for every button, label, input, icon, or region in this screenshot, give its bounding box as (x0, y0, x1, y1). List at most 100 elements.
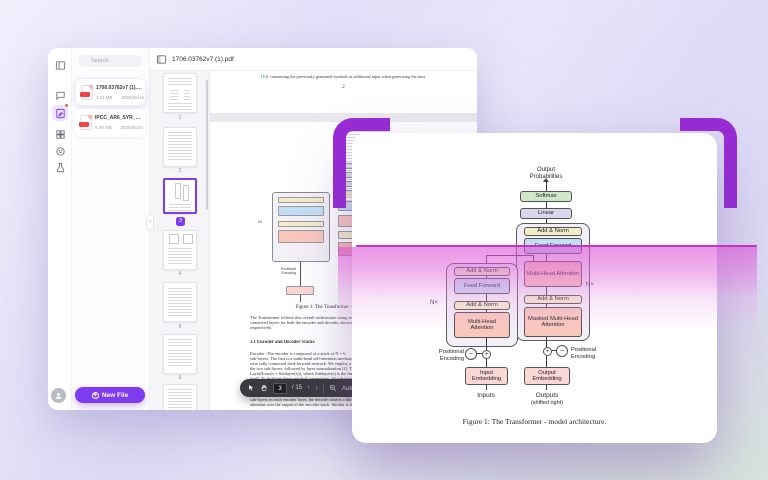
collapse-panel-handle[interactable]: ‹ (146, 215, 154, 230)
page2-number: 2 (342, 85, 345, 90)
figure-preview-card: Output Probabilities Softmax Linear Add … (352, 133, 717, 443)
body-text-line: sub-layers in each encoder layer, the de… (250, 397, 354, 402)
file-list-item[interactable]: IPCC_AR6_SYR_SP.. 5.39 MB 2025/05/20 (75, 109, 146, 137)
body-text-line: LayerNorm(x + Sublayer(x)), where Sublay… (250, 371, 354, 376)
body-text-line: the two sub-layers, followed by layer no… (250, 366, 355, 371)
section-heading: 3.1 Encoder and Decoder Stacks (250, 340, 315, 345)
thumbnail-panel: 1 2 3 4 5 6 (146, 71, 210, 410)
hand-tool-icon[interactable] (260, 384, 268, 392)
body-text-line: wise fully connected feed-forward networ… (250, 361, 361, 366)
body-text-line: sub-layers. The first is a multi-head se… (250, 356, 359, 361)
add-norm-box: Add & Norm (524, 295, 582, 304)
add-norm-box: Add & Norm (454, 301, 510, 310)
body-text-line: respectively. (250, 325, 273, 330)
file-list-item[interactable]: 1706.03762v7 (1).pdf 2.11 MB 2025/05/16 (75, 78, 146, 106)
document-toolbar: 1706.03762v7 (1).pdf (150, 48, 477, 71)
body-text-line: connected layers for both the encoder an… (250, 320, 357, 325)
output-embedding-box: Output Embedding (524, 367, 570, 385)
lab-flask-icon[interactable] (52, 159, 68, 175)
body-text-line: attention over the output of the encoder… (250, 402, 356, 407)
arrow-up (543, 178, 549, 182)
thumbnail-page-number: 1 (178, 115, 182, 121)
nx-label-right: N× (586, 282, 594, 288)
add-norm-box: Add & Norm (524, 227, 582, 236)
file-size: 2.11 MB (96, 95, 113, 100)
previous-page-icon[interactable]: ↑ (307, 385, 311, 391)
zoom-out-icon[interactable] (329, 384, 337, 392)
nx-label-left: N× (430, 300, 438, 306)
pages-grid-icon[interactable] (52, 126, 68, 142)
mini-positional-encoding-label: Positional Encoding (280, 267, 296, 275)
pdf-page-2: [10], consuming the previously generated… (210, 71, 477, 113)
positional-encoding-icon: ~ (465, 348, 477, 360)
page-thumbnail-active[interactable] (163, 178, 197, 214)
page-thumbnail[interactable] (163, 384, 197, 410)
input-embedding-box: Input Embedding (465, 367, 508, 385)
sum-icon: + (482, 350, 491, 359)
assistant-icon[interactable] (52, 143, 68, 159)
page2-text: [10], consuming the previously generated… (260, 74, 427, 79)
file-size: 5.39 MB (95, 125, 112, 130)
page-thumbnail[interactable] (163, 230, 197, 270)
search-input[interactable] (78, 55, 142, 67)
page-thumbnail[interactable] (163, 73, 197, 113)
multi-head-attention-box: Multi-Head Attention (454, 312, 510, 338)
pdf-file-icon (79, 115, 92, 130)
user-avatar[interactable] (51, 388, 66, 403)
icon-rail (48, 48, 72, 410)
outputs-note-label: (shifted right) (530, 400, 564, 406)
capture-corner-top-right (680, 118, 737, 208)
notification-dot (64, 103, 69, 108)
page-thumbnail[interactable] (163, 127, 197, 167)
file-date: 2025/05/16 (121, 95, 144, 100)
multi-head-attention-box: Multi-Head Attention (524, 261, 582, 287)
positional-encoding-label-right: Positional Encoding (571, 347, 597, 360)
mini-line (300, 295, 301, 302)
comments-icon[interactable] (52, 87, 68, 103)
file-panel: 1706.03762v7 (1).pdf 2.11 MB 2025/05/16 … (72, 48, 150, 410)
mini-encoder-block (272, 192, 330, 262)
mini-line (300, 262, 301, 286)
thumbnail-scrollbar[interactable] (206, 80, 208, 210)
thumbnail-page-number: 4 (178, 271, 182, 277)
thumbnail-page-number: 5 (178, 324, 182, 330)
body-text-line: itself. To facilitate these residual con… (250, 376, 477, 381)
positional-encoding-label-left: Positional Encoding (438, 349, 464, 362)
output-probabilities-label: Output Probabilities (529, 167, 563, 180)
softmax-box: Softmax (520, 191, 572, 202)
page-thumbnail[interactable] (163, 282, 197, 322)
feed-forward-box: Feed Forward (524, 238, 582, 254)
thumbnail-panel-toggle-icon[interactable] (156, 54, 167, 65)
sum-icon: + (543, 347, 552, 356)
document-title: 1706.03762v7 (1).pdf (172, 56, 234, 63)
new-file-label: New File (101, 391, 129, 399)
linear-box: Linear (520, 208, 572, 219)
file-date: 2025/05/20 (120, 125, 143, 130)
add-norm-box: Add & Norm (454, 267, 510, 276)
reader-panel-icon[interactable] (52, 57, 68, 73)
page-number-input[interactable]: 3 (273, 382, 287, 394)
new-file-button[interactable]: + New File (75, 387, 145, 403)
next-page-icon[interactable]: ↓ (315, 385, 319, 391)
cursor-icon[interactable] (247, 384, 255, 392)
file-name: IPCC_AR6_SYR_SP.. (95, 115, 143, 121)
pdf-file-icon (80, 85, 93, 100)
citation-link[interactable]: [10], (260, 74, 270, 79)
page-thumbnail[interactable] (163, 334, 197, 374)
mini-nx-label: N× (258, 220, 263, 224)
thumbnail-page-number: 2 (178, 168, 182, 174)
page-total-label: / 15 (292, 385, 303, 391)
body-text-line: Encoder: The encoder is composed of a st… (250, 351, 346, 356)
mini-embedding-box (286, 286, 314, 295)
plus-icon: + (91, 391, 99, 399)
masked-multi-head-attention-box: Masked Multi-Head Attention (524, 307, 582, 337)
feed-forward-box: Feed Forward (454, 278, 510, 294)
annotate-icon[interactable] (52, 103, 69, 121)
thumbnail-page-number: 6 (178, 375, 182, 381)
active-page-badge: 3 (176, 217, 185, 226)
figure-caption: Figure 1: The Transformer - model archit… (462, 417, 607, 426)
positional-encoding-icon: ~ (556, 345, 568, 357)
inputs-label: Inputs (477, 392, 495, 399)
body-text-line: The Transformer follows this overall arc… (250, 315, 362, 320)
